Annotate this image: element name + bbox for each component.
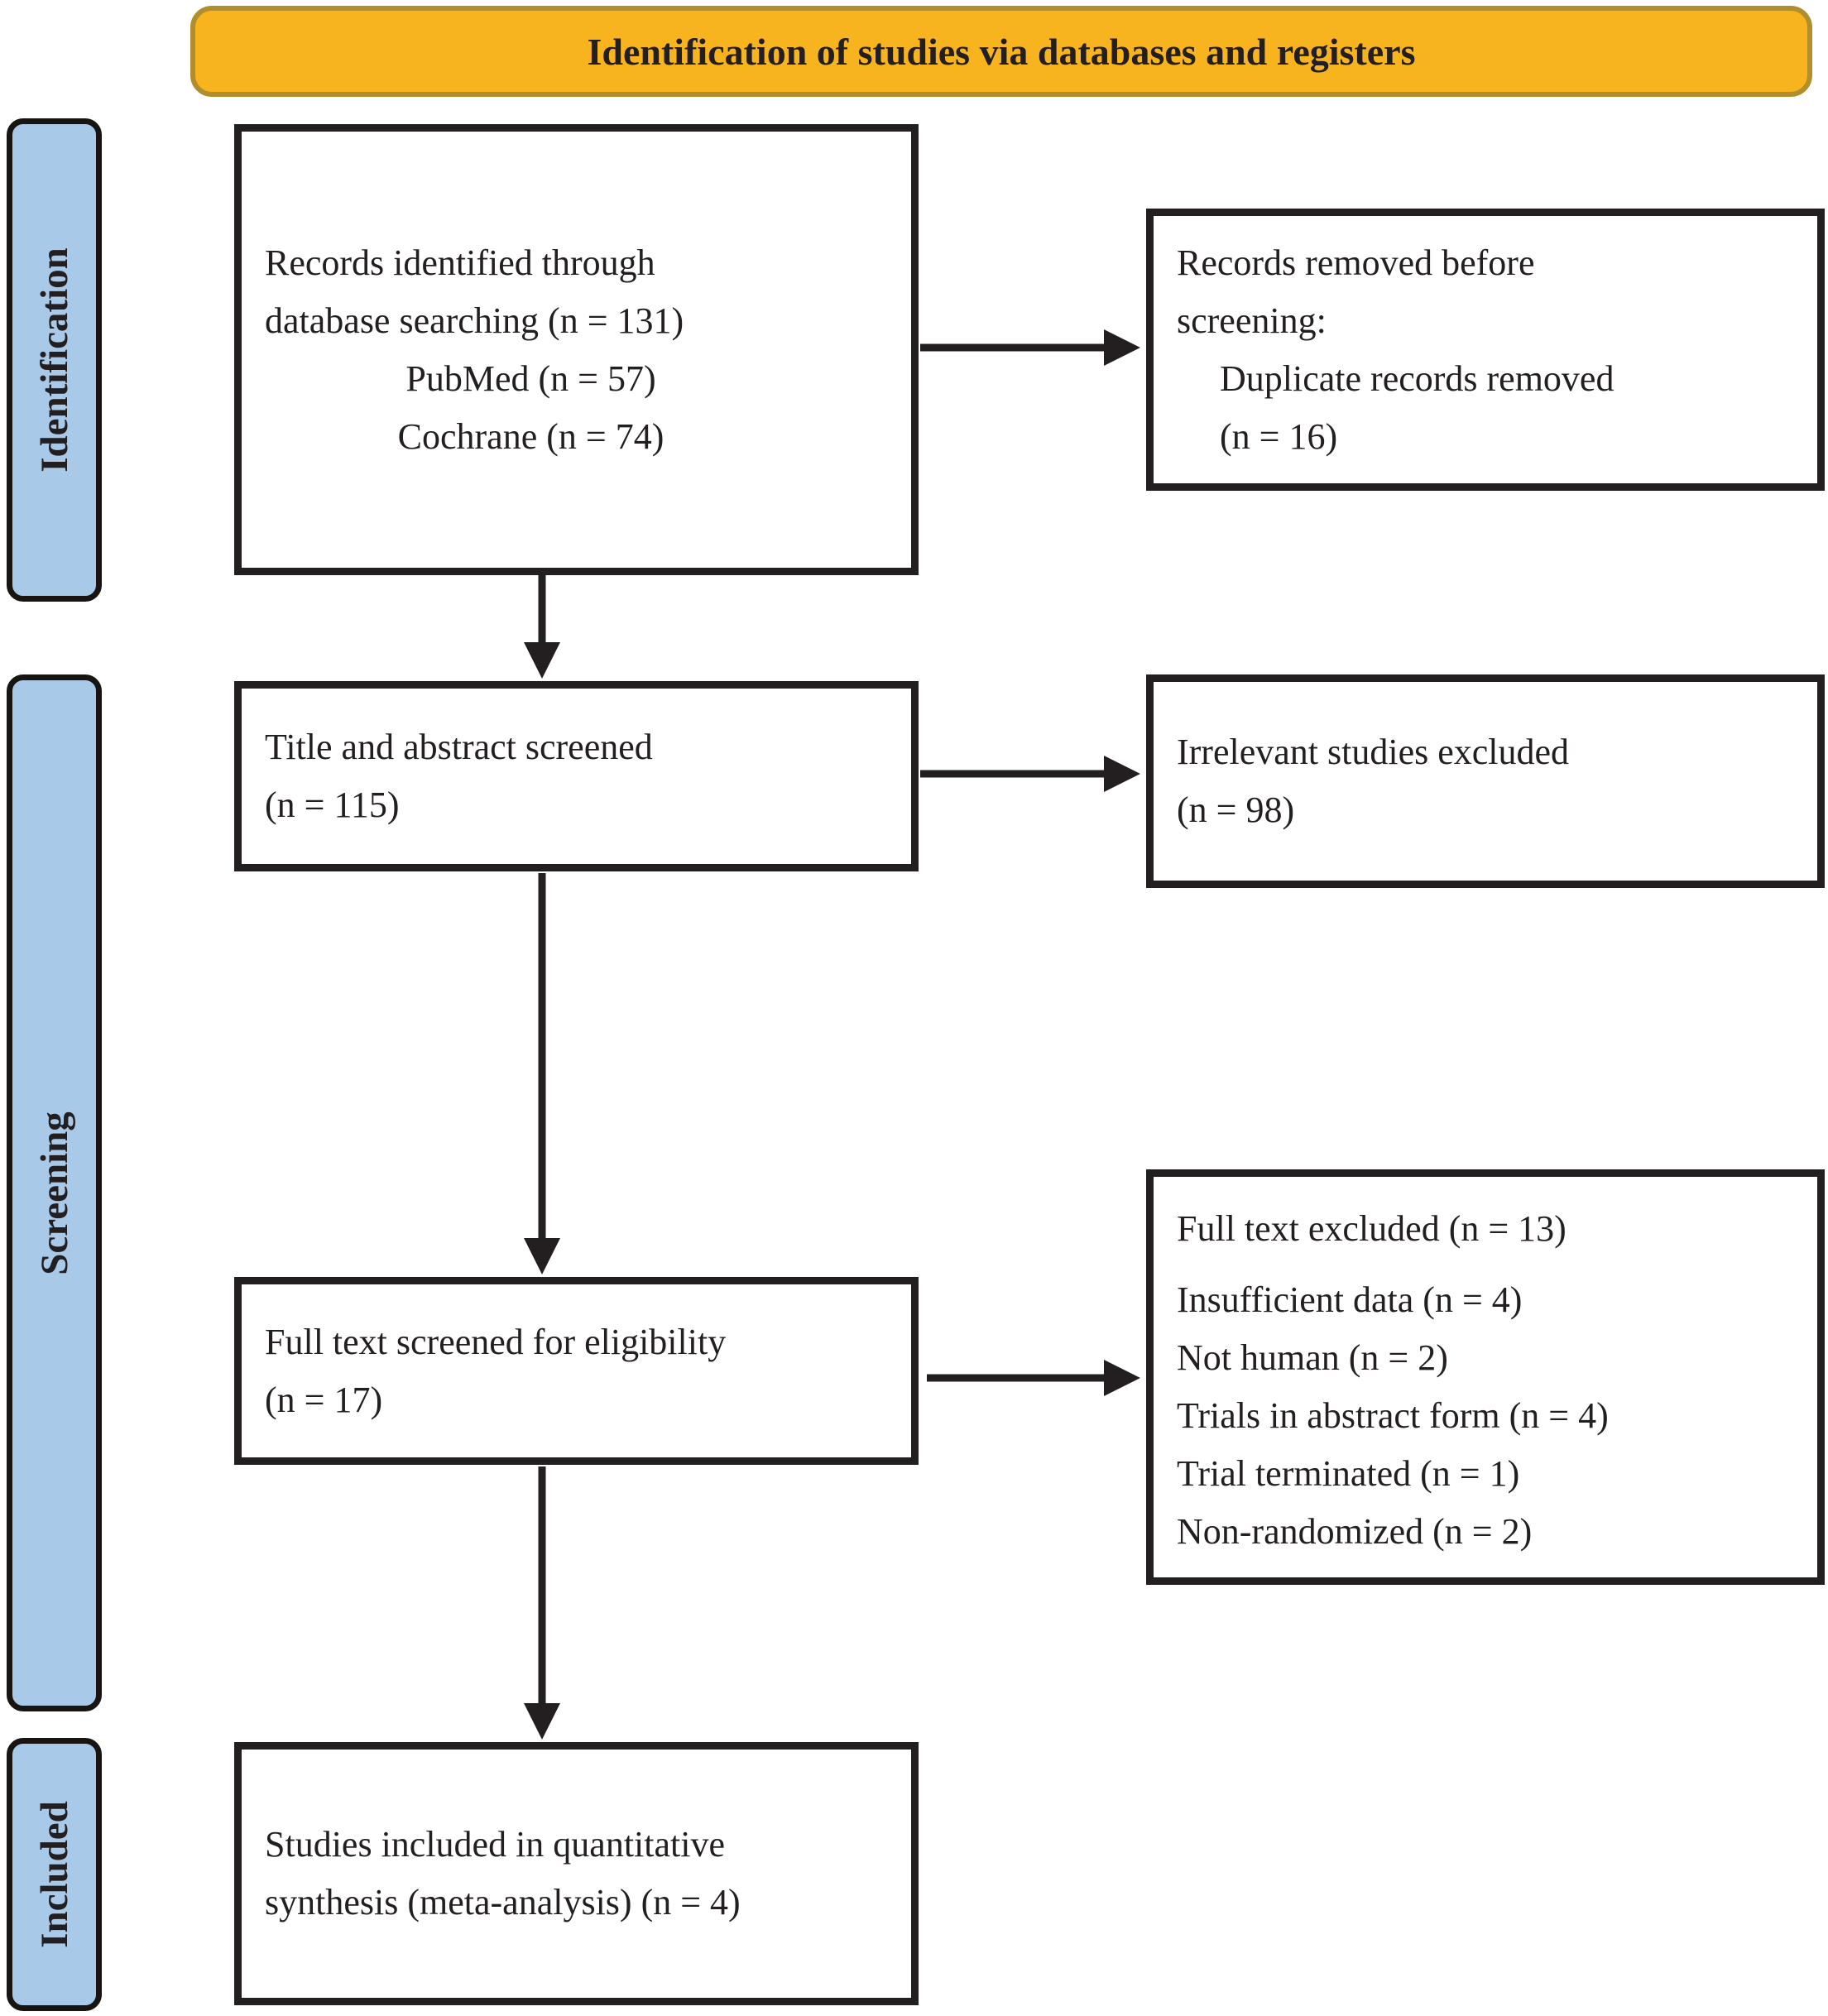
box-records-identified: Records identified through database sear…	[234, 124, 919, 575]
stage-label-identification: Identification	[7, 118, 102, 602]
box-irrelevant-excluded: Irrelevant studies excluded (n = 98)	[1146, 674, 1825, 888]
box-records-removed: Records removed before screening: Duplic…	[1146, 209, 1825, 491]
fulltext-excluded-reason-3: Trials in abstract form (n = 4)	[1177, 1395, 1609, 1436]
box-fulltext-excluded: Full text excluded (n = 13) Insufficient…	[1146, 1169, 1825, 1585]
stage-label-included-text: Included	[32, 1801, 76, 1948]
banner-title-bar: Identification of studies via databases …	[190, 6, 1812, 97]
title-abstract-line1: Title and abstract screened	[265, 727, 653, 767]
stage-label-screening-text: Screening	[32, 1111, 76, 1275]
fulltext-excluded-reason-1: Insufficient data (n = 4)	[1177, 1279, 1523, 1320]
box-title-abstract-screened: Title and abstract screened (n = 115)	[234, 681, 919, 871]
fulltext-excluded-spacer	[1177, 1258, 1794, 1271]
records-identified-pubmed: PubMed (n = 57)	[405, 358, 656, 399]
records-removed-line1: Records removed before	[1177, 242, 1535, 283]
irrelevant-excluded-line2: (n = 98)	[1177, 790, 1295, 830]
records-identified-cochrane: Cochrane (n = 74)	[397, 415, 665, 457]
included-quant-line1: Studies included in quantitative	[265, 1824, 726, 1865]
records-removed-duplicates: Duplicate records removed	[1220, 358, 1614, 399]
fulltext-excluded-reason-4: Trial terminated (n = 1)	[1177, 1453, 1520, 1494]
records-identified-line1: Records identified through	[265, 242, 655, 283]
included-quant-line2: synthesis (meta-analysis) (n = 4)	[265, 1882, 741, 1922]
fulltext-screened-line1: Full text screened for eligibility	[265, 1321, 727, 1362]
banner-title: Identification of studies via databases …	[587, 30, 1416, 73]
records-removed-line2: screening:	[1177, 300, 1327, 341]
records-identified-line2: database searching (n = 131)	[265, 300, 684, 341]
stage-label-screening: Screening	[7, 674, 102, 1711]
records-removed-count: (n = 16)	[1220, 415, 1338, 457]
fulltext-excluded-header: Full text excluded (n = 13)	[1177, 1208, 1567, 1249]
title-abstract-line2: (n = 115)	[265, 785, 400, 825]
box-included-quantitative: Studies included in quantitative synthes…	[234, 1742, 919, 2005]
fulltext-excluded-reason-2: Not human (n = 2)	[1177, 1337, 1448, 1378]
fulltext-excluded-reason-5: Non-randomized (n = 2)	[1177, 1511, 1533, 1552]
stage-label-included: Included	[7, 1738, 102, 2011]
irrelevant-excluded-line1: Irrelevant studies excluded	[1177, 732, 1570, 772]
fulltext-screened-line2: (n = 17)	[265, 1379, 383, 1420]
stage-label-identification-text: Identification	[32, 247, 76, 473]
box-fulltext-screened: Full text screened for eligibility (n = …	[234, 1277, 919, 1465]
